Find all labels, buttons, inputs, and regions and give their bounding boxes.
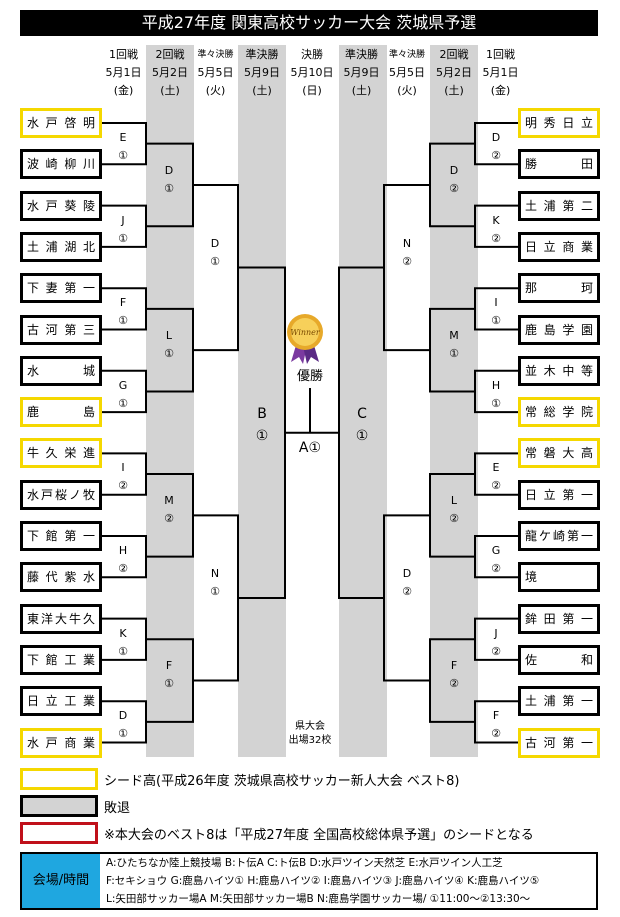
lost-column-shade [430,45,478,757]
team-box: 藤代紫水 [20,562,102,593]
final-venue-label: A① [298,439,322,456]
legend-best8-text: ※本大会のベスト8は「平成27年度 全国高校総体県予選」のシードとなる [104,828,534,843]
venue-line: L:矢田部サッカー場A M:矢田部サッカー場B N:鹿島学園サッカー場/ ①11… [106,893,531,905]
venue-line: F:セキショウ G:鹿島ハイツ① H:鹿島ハイツ② I:鹿島ハイツ③ J:鹿島ハ… [106,875,540,887]
team-box: 明秀日立 [518,108,600,138]
team-box: 佐和 [518,644,600,675]
team-box: 土浦第一 [518,686,600,717]
qualify-note: 県大会出場32校 [288,721,332,746]
team-box: 並木中等 [518,355,600,386]
venue-line: A:ひたちなか陸上競技場 B:ト伝A C:ト伝B D:水戸ツイン天然芝 E:水戸… [106,857,503,869]
team-box: 東洋大牛久 [20,603,102,634]
team-box: 下館第一 [20,521,102,551]
team-box: 波崎柳川 [20,149,102,180]
venue-info-text: A:ひたちなか陸上競技場 B:ト伝A C:ト伝B D:水戸ツイン天然芝 E:水戸… [106,854,596,908]
page-title: 平成27年度 関東高校サッカー大会 茨城県予選 [20,10,598,36]
legend-seed-text: シード高(平成26年度 茨城県高校サッカー新人大会 ベスト8) [104,774,460,789]
team-box: 那珂 [518,273,600,304]
lost-column-shade [238,45,286,757]
svg-text:Winner: Winner [290,328,321,337]
legend-best8-swatch [20,822,98,844]
team-box: 古河第一 [518,727,600,758]
team-box: 水城 [20,355,102,386]
lost-column-shade [339,45,387,757]
team-box: 牛久栄進 [20,438,102,469]
team-box: 鹿島学園 [518,314,600,345]
team-box: 鉾田第一 [518,603,600,634]
venue-info: 会場/時間 A:ひたちなか陸上競技場 B:ト伝A C:ト伝B D:水戸ツイン天然… [20,852,598,910]
team-box: 境 [518,562,600,593]
team-box: 常磐大高 [518,438,600,469]
team-box: 水戸商業 [20,727,102,758]
team-box: 日立商業 [518,231,600,262]
team-box: 鹿島 [20,397,102,428]
team-box: 龍ケ崎第一 [518,521,600,551]
team-box: 土浦湖北 [20,231,102,262]
team-box: 土浦第二 [518,190,600,221]
champion-label: 優勝 [296,369,323,384]
team-box: 日立第一 [518,479,600,510]
team-box: 水戸啓明 [20,108,102,138]
team-box: 勝田 [518,149,600,180]
team-box: 水戸桜ノ牧 [20,479,102,510]
venue-info-heading: 会場/時間 [22,854,100,908]
team-box: 下館工業 [20,644,102,675]
team-box: 水戸葵陵 [20,190,102,221]
lost-column-shade [146,45,194,757]
team-box: 古河第三 [20,314,102,345]
team-box: 下妻第一 [20,273,102,304]
legend-lost-swatch [20,795,98,817]
legend-seed-swatch [20,768,98,790]
team-box: 常総学院 [518,397,600,428]
winner-medal-icon: Winner [287,314,323,364]
team-box: 日立工業 [20,686,102,717]
legend-lost-text: 敗退 [104,801,131,816]
